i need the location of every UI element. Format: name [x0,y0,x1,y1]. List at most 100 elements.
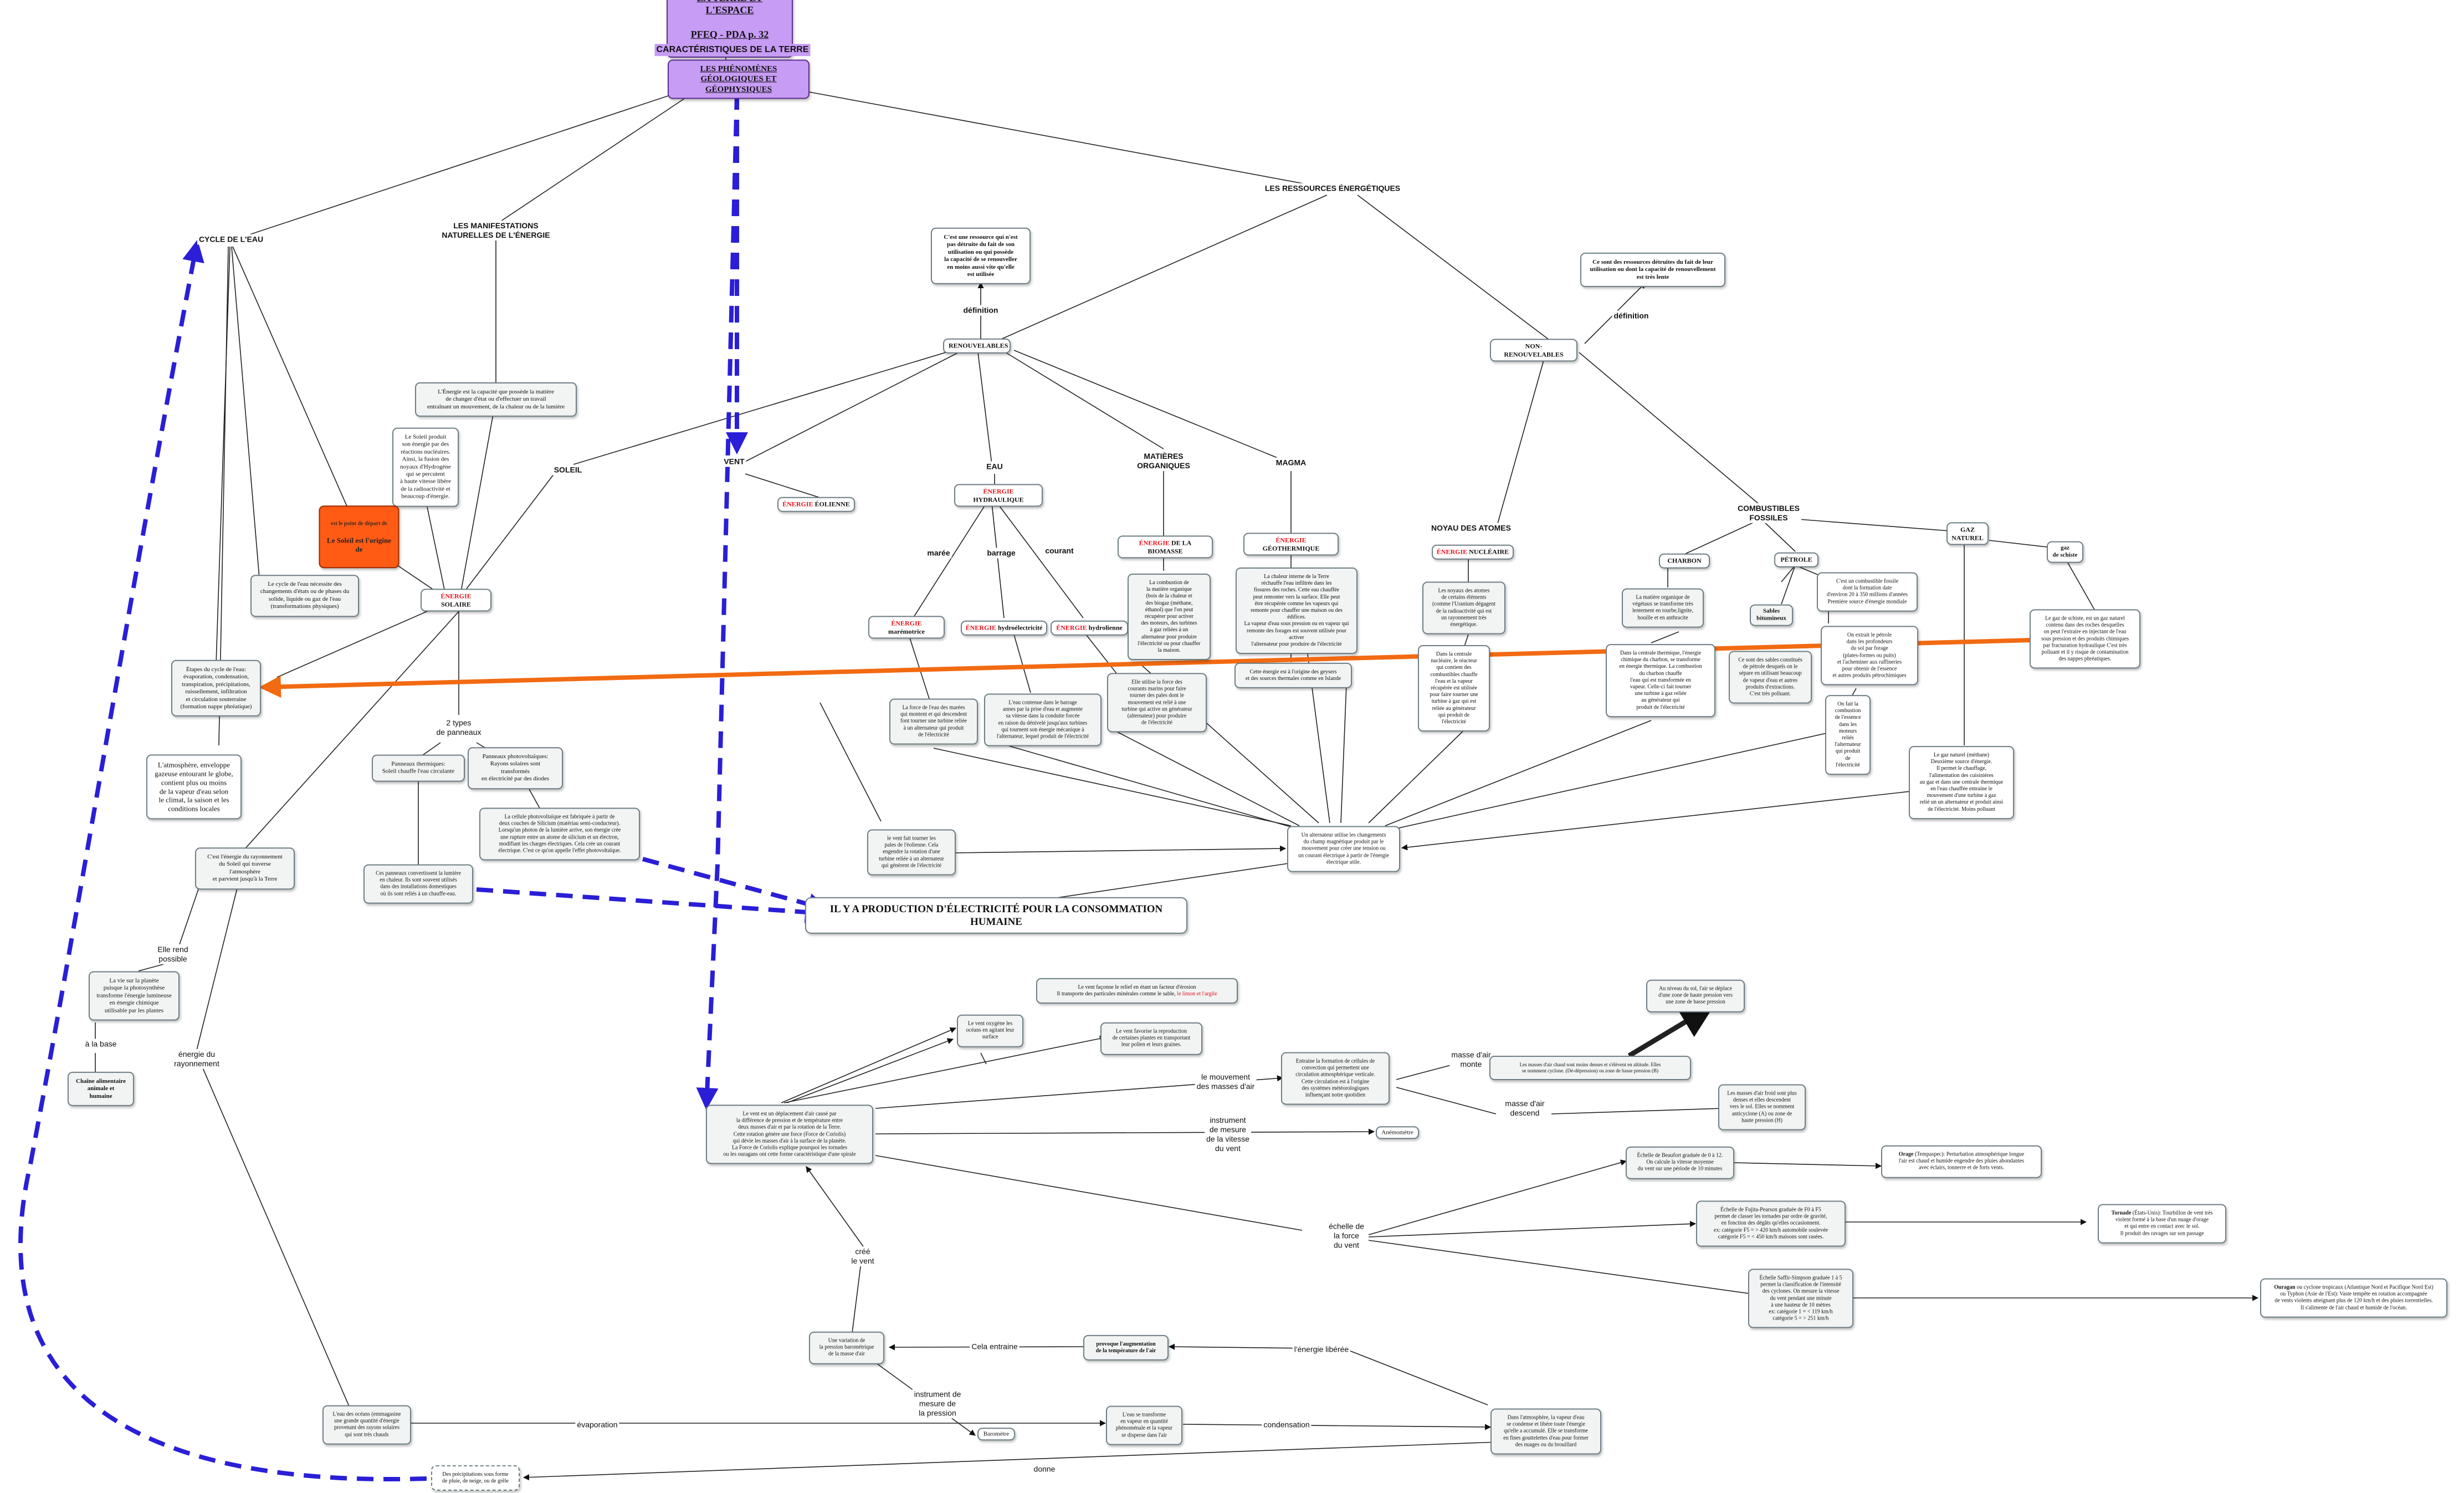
energie-definition: L'Énergie est la capacité que possède la… [415,382,577,417]
fujita-node: Échelle de Fujita-Pearson graduée de F0 … [1696,1200,1846,1247]
rend-possible-label: Elle rend possible [156,944,190,965]
ouragan-node: Ouragan ou cyclone tropicaux (Atlantique… [2260,1278,2447,1318]
definition-label-2: définition [1612,310,1651,321]
charbon-node: CHARBON [1659,553,1710,569]
orage-node: Orage (Tempaspec): Perturbation atmosphé… [1881,1145,2042,1178]
vent-reproduction: Le vent favorise la reproduction de cert… [1100,1022,1202,1055]
energie-rayonnement-label: énergie du rayonnement [172,1049,221,1070]
nucleaire-texte: Les noyaux des atomes de certains élémen… [1422,581,1505,635]
eolienne-vent: le vent fait tourner les pales de l'éoli… [867,829,956,876]
panneaux-thermiques: Panneaux thermiques: Soleil chauffe l'ea… [372,754,465,782]
maree-label: marée [925,548,952,559]
subtitle-label: CARACTÉRISTIQUES DE LA TERRE [654,44,811,56]
variation-pression: Une variation de la pression barométriqu… [809,1331,884,1364]
petrole-node: PÉTROLE [1774,552,1818,567]
capteurs-thermiques: Ces panneaux convertissent la lumière en… [363,864,473,904]
chaine-alimentaire: Chaîne alimentaire animale et humaine [68,1071,134,1107]
cela-entraine-label: Cela entraine [970,1341,1020,1352]
combustion-essence: On fait la combustion de l'essence dans … [1825,695,1871,775]
courants-texte: Elle utilise la force des courants marin… [1107,673,1207,733]
oceans-node: L'eau des océans (emmagasine une grande … [322,1405,411,1445]
soleil-production: Le Soleil produit son énergie par des ré… [392,427,459,507]
energie-maremotrice-node: ÉNERGIE marémotrice [868,616,945,639]
anemometre-node: Anémomètre [1376,1126,1419,1139]
vent-definition: Le vent est un déplacement d'air causé p… [706,1105,873,1164]
energie-nucleaire-node: ÉNERGIE NUCLÉAIRE [1432,544,1514,560]
eau-label: EAU [985,461,1005,472]
instrument-pression-label: instrument de mesure de la pression [912,1389,963,1419]
atmosphere-node: L'atmosphère, enveloppe gazeuse entouran… [146,754,242,820]
etapes-cycle: Étapes du cycle de l'eau: évaporation, c… [171,659,261,717]
condensation-label: condensation [1262,1419,1312,1430]
barrage-texte: L'eau contenue dans le barrage annes par… [984,693,1102,746]
vent-relief: Le vent façonne le relief en étant un fa… [1036,978,1238,1004]
deplacement-sol: Au niveau du sol, l'air se déplace d'une… [1646,979,1745,1013]
mouvement-masses-label: le mouvement des masses d'air [1195,1071,1257,1092]
barometre-node: Baromètre [977,1428,1015,1441]
cellule-photovoltaique: La cellule photovoltaïque est fabriquée … [479,807,640,861]
extraction-petrole: On extrait le pétrole dans les profondeu… [1821,626,1918,686]
donne-label: donne [1032,1464,1057,1475]
production-electricite-node: IL Y A PRODUCTION D'ÉLECTRICITÉ POUR LA … [805,897,1187,934]
energie-geothermique-node: ÉNERGIE GÉOTHERMIQUE [1243,533,1339,556]
centrale-nucleaire: Dans la centrale nucléaire, le réacteur … [1418,645,1490,732]
biomasse-texte: La combustion de la matière organique (b… [1128,573,1211,661]
petrole-texte: C'est un combustible fossile dont la for… [1817,572,1918,612]
definition-renouvelable: C'est une ressource qui n'est pas détrui… [931,227,1031,285]
echelle-force-label: échelle de la force du vent [1327,1221,1366,1251]
ressources-label: LES RESSOURCES ÉNERGÉTIQUES [1263,183,1402,194]
combustibles-fossiles-label: COMBUSTIBLES FOSSILES [1736,503,1801,524]
phenomena-node: LES PHÉNOMÈNES GÉOLOGIQUES ET GÉOPHYSIQU… [668,59,810,99]
noyau-atomes-label: NOYAU DES ATOMES [1430,523,1513,534]
magma-label: MAGMA [1274,457,1308,468]
geysers-texte: Cette énergie est à l'origine des geyser… [1234,662,1352,689]
definition-non-renouvelable: Ce sont des ressources détruites du fait… [1580,252,1725,288]
cellules-convection: Entraine la formation de cellules de con… [1281,1052,1390,1105]
sables-bitumineux-node: Sables bitumineux [1750,604,1793,626]
instrument-vent-label: instrument de mesure de la vitesse du ve… [1205,1114,1251,1154]
tornade-node: Tornade (États-Unis): Tourbillon de vent… [2098,1204,2226,1244]
energie-hydrolienne-node: ÉNERGIE hydrolienne [1051,620,1128,636]
energie-eolienne-node: ÉNERGIE ÉOLIENNE [777,497,855,512]
base-label: à la base [83,1039,119,1050]
precipitations-node: Des précipitations sous forme de pluie, … [431,1465,520,1491]
air-froid-descend: Les masses d'air froid sont plus denses … [1718,1084,1806,1131]
matiere-organique-texte: La matière organique de végétaux se tran… [1622,588,1704,628]
energie-biomasse-node: ÉNERGIE DE LA BIOMASSE [1118,535,1213,559]
panneaux-photovoltaiques: Panneaux photovoltaïques: Rayons solaire… [468,747,563,789]
soleil-label: SOLEIL [552,464,584,475]
evaporation-label: évaporation [575,1419,619,1430]
sables-texte: Ce sont des sables constitués de pétrole… [1729,651,1812,704]
vent-label: VENT [722,456,746,467]
non-renouvelables-node: NON-RENOUVELABLES [1490,339,1577,362]
gaz-naturel-node: GAZ NATUREL [1946,522,1989,545]
energie-liberee-label: l'énergie libérée [1292,1344,1351,1355]
charbon-texte: Dans la centrale thermique, l'énergie ch… [1606,644,1715,717]
energie-solaire-node: ÉNERGIE SOLAIRE [421,589,491,612]
cycle-definition: Le cycle de l'eau nécessite des changeme… [250,575,359,617]
geothermie-texte: La chaleur interne de la Terre réchauffe… [1236,567,1357,655]
rayonnement-node: C'est l'énergie du rayonnement du Soleil… [195,847,295,889]
energie-hydraulique-node: ÉNERGIE HYDRAULIQUE [954,484,1043,507]
soleil-origine-node: est le point de départ de Le Soleil est … [319,505,399,569]
masse-air-descend-label: masse d'air descend [1503,1098,1546,1119]
maree-force: La force de l'eau des marées qui montent… [889,698,978,745]
augmentation-temperature: provoque l'augmentation de la températur… [1083,1335,1169,1361]
courant-label: courant [1043,545,1075,556]
deux-types-label: 2 types de panneaux [434,717,483,738]
definition-label-1: définition [961,305,1000,316]
saffir-node: Échelle Saffir-Simpson graduée 1 à 5 per… [1748,1269,1853,1328]
manifestations-label: LES MANIFESTATIONS NATURELLES DE L'ÉNERG… [440,220,552,241]
condensation-node: Dans l'atmosphère, la vapeur d'eau se co… [1490,1408,1601,1455]
renouvelables-node: RENOUVELABLES [943,338,1011,354]
gaz-schiste-texte: Le gaz de schiste, est un gaz naturel co… [2030,609,2140,669]
beaufort-node: Échelle de Beaufort graduée de 0 à 12. O… [1626,1146,1734,1179]
barrage-label: barrage [985,548,1017,559]
matieres-organiques-label: MATIÈRES ORGANIQUES [1135,451,1192,472]
gaz-schiste-node: gaz de schiste [2047,541,2083,563]
eau-vapeur-node: L'eau se transforme en vapeur en quantit… [1106,1405,1182,1445]
cree-vent-label: créé le vent [849,1246,876,1267]
cycle-eau-label: CYCLE DE L'EAU [197,234,265,245]
air-chaud-monte: Les masses d'air chaud sont moins denses… [1489,1056,1691,1080]
